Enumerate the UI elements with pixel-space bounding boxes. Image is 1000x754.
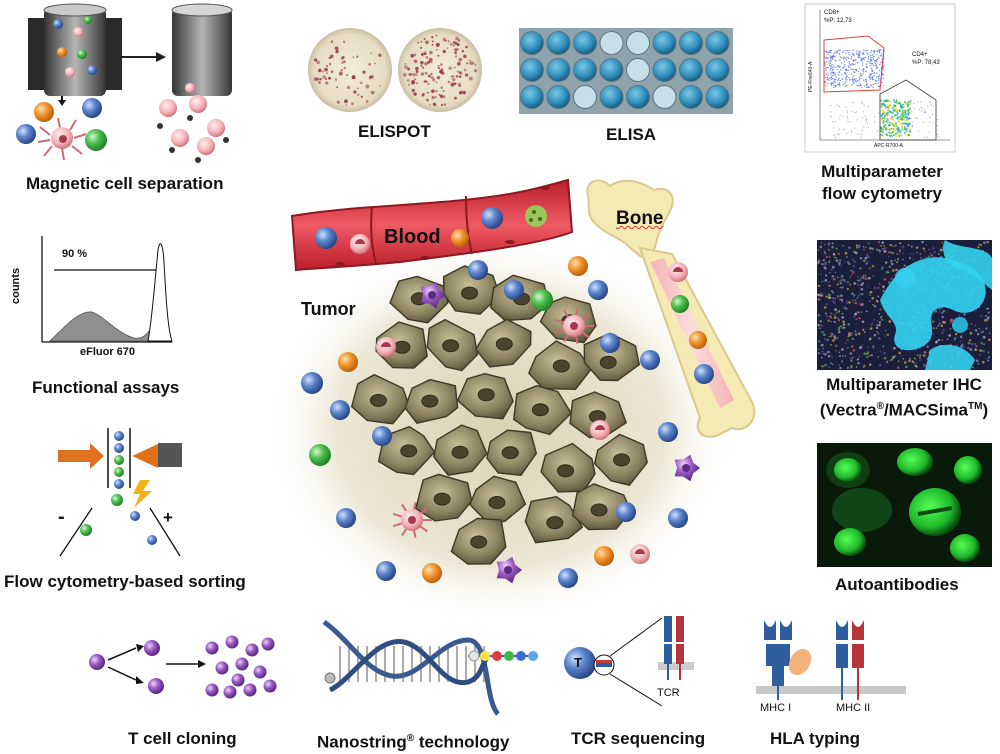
dendritic-cell-icon [37, 117, 87, 161]
ihc-image [816, 240, 992, 370]
elisa-plate [519, 28, 733, 114]
flow-yaxis: PE-Fire640-A [808, 61, 814, 92]
label-elispot: ELISPOT [358, 122, 431, 141]
label-ihc-line1: Multiparameter IHC [826, 375, 982, 394]
magnetic-separation-graphic [16, 3, 233, 163]
histogram-peak-white [147, 243, 173, 342]
column-right [172, 8, 232, 96]
detector-box [158, 443, 182, 467]
elispot-wells [308, 28, 482, 112]
label-ihc-reg: ® [876, 401, 884, 412]
label-blood: Blood [384, 226, 441, 248]
mhc1-icon [764, 620, 812, 700]
label-hla-typing: HLA typing [770, 729, 861, 748]
label-sorting: Flow cytometry-based sorting [4, 572, 246, 591]
charge-bolt-icon [133, 480, 152, 508]
histogram-xlabel: eFluor 670 [80, 346, 136, 358]
label-magnetic-separation: Magnetic cell separation [26, 174, 224, 193]
barcode-spot [504, 651, 514, 661]
mhc2-label: MHC II [836, 702, 871, 714]
label-bone: Bone [616, 208, 664, 229]
barcode-spot [492, 651, 502, 661]
label-ihc-macsima: /MACSima [883, 400, 969, 420]
mhc1-label: MHC I [760, 702, 792, 714]
label-tcell-cloning: T cell cloning [128, 729, 237, 748]
label-nanostring-reg: ® [406, 733, 415, 744]
label-functional-assays: Functional assays [32, 378, 180, 397]
label-ihc: Multiparameter IHC (Vectra®/MACSimaTM) [808, 374, 1000, 422]
label-ihc-vectra: (Vectra [819, 400, 877, 420]
immune-cells [301, 256, 700, 588]
tcr-receptor-label: TCR [657, 687, 680, 699]
flow-gate2-pct: %P: 78,43 [912, 60, 940, 66]
histogram-ylabel: counts [10, 267, 22, 304]
flow-gate1-pct: %P: 12,73 [824, 18, 852, 24]
cd4-gate [879, 79, 937, 141]
label-nanostring-tech: technology [414, 732, 510, 752]
autoantibody-image [817, 443, 992, 567]
label-autoantibodies: Autoantibodies [835, 575, 959, 594]
laser-arrow-icon [58, 443, 104, 469]
label-nanostring: Nanostring® technology [317, 728, 510, 754]
mhc2-icon [836, 620, 864, 700]
label-flow-cytometry: Multiparameter flow cytometry [804, 161, 960, 205]
label-flow-line2: flow cytometry [822, 184, 942, 203]
barcode-spot [480, 651, 490, 661]
label-ihc-line2: (Vectra®/MACSimaTM) [808, 396, 1000, 422]
tcr-cell-letter: T [574, 655, 582, 670]
flow-gate1-name: CD8+ [824, 10, 840, 16]
label-elisa: ELISA [606, 125, 657, 144]
label-tcr-sequencing: TCR sequencing [571, 729, 706, 748]
sorting-graphic [58, 428, 182, 557]
label-ihc-close: ) [982, 400, 989, 420]
label-tumor: Tumor [301, 299, 356, 319]
barcode-spot [516, 651, 526, 661]
barcode-spot [468, 650, 480, 662]
sort-minus: - [58, 506, 65, 528]
magnetically-labeled-cells [157, 95, 229, 163]
column-left [44, 8, 106, 96]
t-cell-icon [564, 647, 596, 679]
hla-graphic [756, 620, 906, 700]
sort-plus: + [163, 508, 173, 527]
bone [586, 179, 756, 438]
dna-helix [322, 619, 538, 716]
tumor-mass [350, 265, 648, 565]
t-cell-cloning-graphic [89, 635, 277, 699]
blood-vessel [290, 178, 574, 272]
label-ihc-tm: TM [968, 401, 983, 412]
proliferation-histogram [41, 236, 173, 343]
flow-cytometry-plot [804, 3, 956, 153]
tcr-receptor-icon [658, 616, 694, 680]
label-flow-line1: Multiparameter [821, 162, 943, 181]
histogram-percent: 90 % [62, 248, 88, 260]
flow-gate2-name: CD4+ [912, 52, 928, 58]
flow-xaxis: APC-R700-A [874, 143, 903, 149]
label-nanostring-name: Nanostring [317, 732, 407, 752]
cd8-gate [823, 35, 885, 93]
barcode-spot [528, 651, 538, 661]
tcr-graphic [564, 616, 694, 707]
